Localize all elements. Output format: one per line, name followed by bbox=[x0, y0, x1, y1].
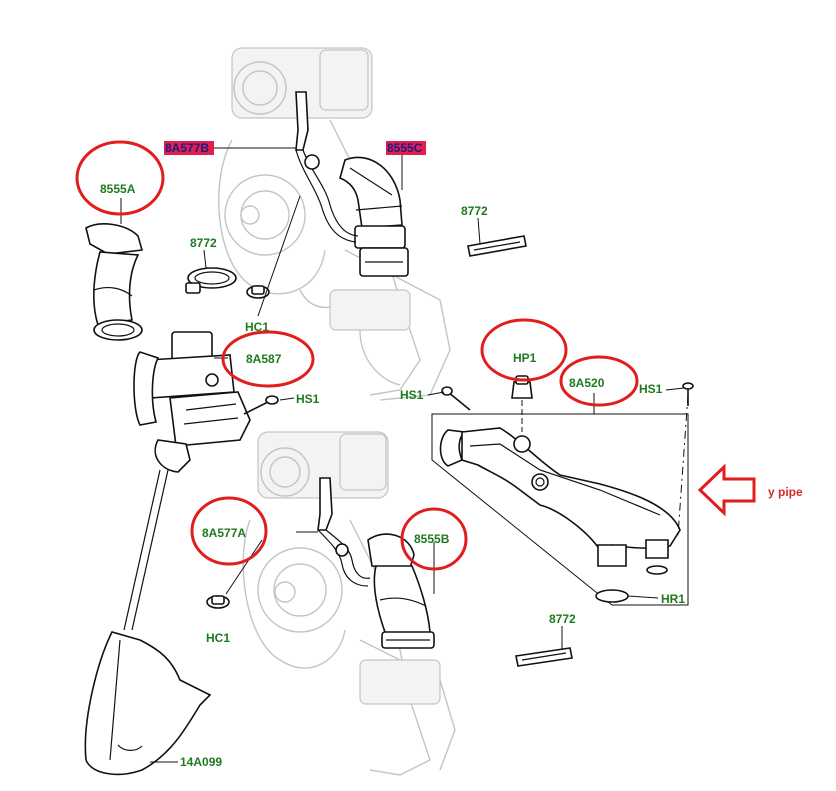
tube-8A577B bbox=[295, 91, 359, 243]
cover-14A099 bbox=[84, 469, 212, 776]
plug-HP1 bbox=[511, 375, 533, 432]
clip-HC1-top bbox=[246, 285, 270, 299]
screw-HS1-right bbox=[682, 382, 694, 406]
label-14A099: 14A099 bbox=[180, 755, 222, 769]
label-8555A: 8555A bbox=[100, 182, 136, 196]
label-HS1-right: HS1 bbox=[639, 382, 663, 396]
engine-ghost-bottom bbox=[242, 431, 456, 776]
annotation-rings bbox=[75, 140, 639, 571]
label-HC1-top: HC1 bbox=[245, 320, 269, 334]
ring-8555A bbox=[75, 140, 165, 216]
ring-8A587 bbox=[221, 330, 315, 388]
ring-HP1 bbox=[480, 318, 568, 382]
label-HP1: HP1 bbox=[513, 351, 537, 365]
label-HR1: HR1 bbox=[661, 592, 685, 606]
clamp-8772-top bbox=[467, 235, 527, 257]
tube-8A577A bbox=[317, 477, 371, 587]
label-8555C: 8555C bbox=[387, 141, 423, 155]
label-8772-left: 8772 bbox=[190, 236, 217, 250]
screw-HS1-mid bbox=[441, 386, 471, 411]
ring-8555B bbox=[400, 507, 468, 571]
hose-8555C bbox=[339, 156, 409, 277]
clamp-8772-left bbox=[185, 267, 237, 294]
label-HS1-mid: HS1 bbox=[400, 388, 424, 402]
label-8772-top: 8772 bbox=[461, 204, 488, 218]
valve-8A587 bbox=[133, 331, 251, 473]
label-8555B: 8555B bbox=[414, 532, 450, 546]
clip-HC1-bottom bbox=[206, 595, 230, 609]
highlight-8A577B bbox=[164, 141, 214, 155]
assembly-frame-8A520 bbox=[431, 413, 689, 606]
hose-8555A bbox=[85, 223, 144, 341]
clamp-8772-bottom bbox=[515, 647, 573, 667]
label-8772-bottom: 8772 bbox=[549, 612, 576, 626]
label-HS1-left: HS1 bbox=[296, 392, 320, 406]
screw-HS1-left bbox=[243, 395, 279, 415]
label-8A577A: 8A577A bbox=[202, 526, 246, 540]
hose-8555B bbox=[367, 533, 435, 649]
label-8A587: 8A587 bbox=[246, 352, 282, 366]
annotation-y-pipe: y pipe bbox=[768, 485, 803, 499]
highlight-8555C bbox=[386, 141, 426, 155]
label-8A577B: 8A577B bbox=[165, 141, 209, 155]
arrow-left-icon bbox=[697, 463, 756, 517]
engine-ghost-top bbox=[218, 47, 451, 401]
label-HC1-bottom: HC1 bbox=[206, 631, 230, 645]
ring-8A520 bbox=[559, 355, 639, 407]
label-8A520: 8A520 bbox=[569, 376, 605, 390]
y-pipe-8A520 bbox=[439, 394, 689, 603]
ring-8A577A bbox=[190, 496, 268, 566]
